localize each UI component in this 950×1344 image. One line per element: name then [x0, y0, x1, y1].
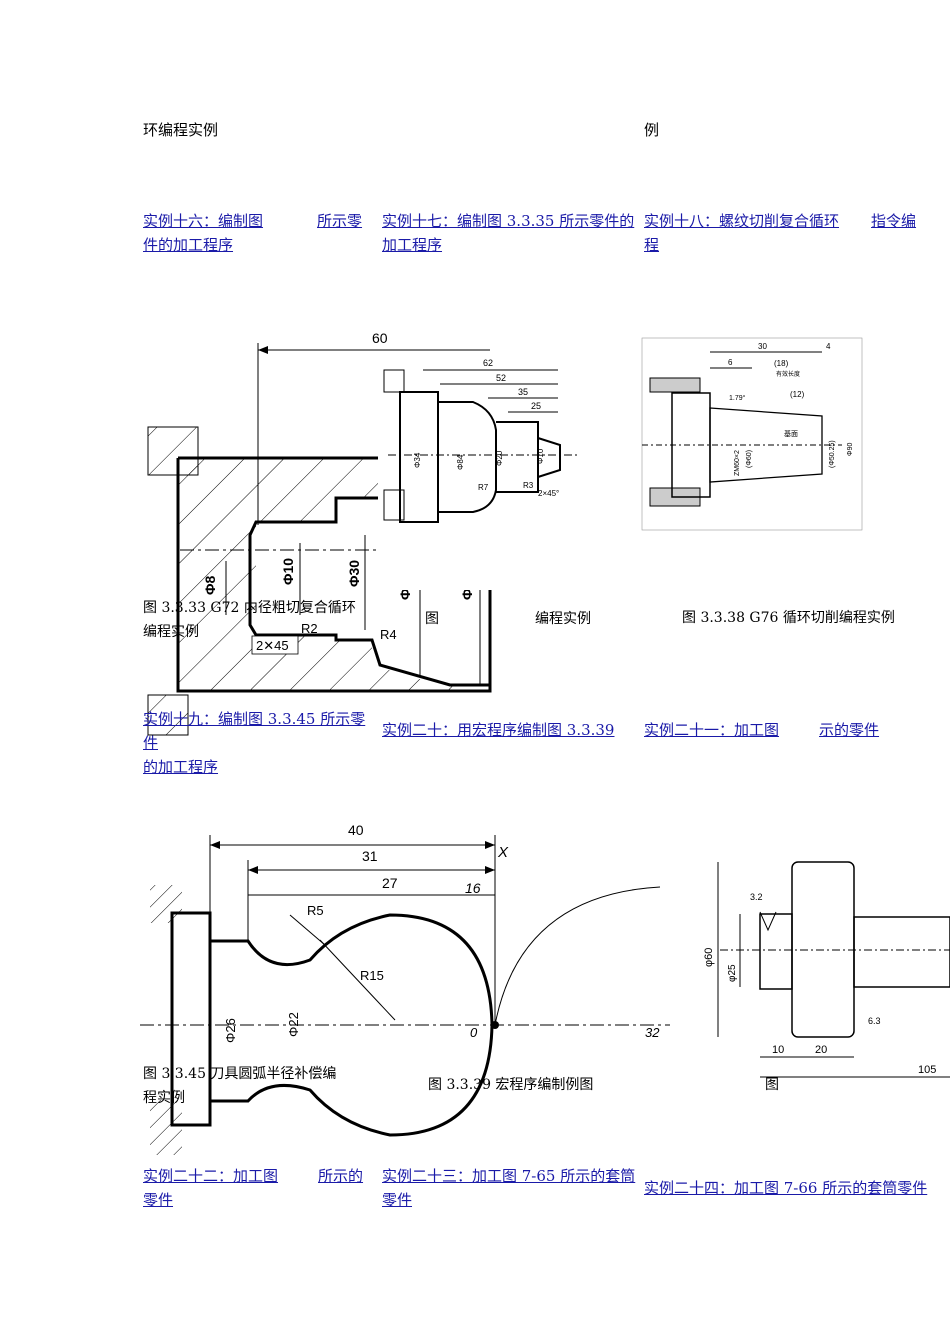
link-text: 实例十九：编制图 3.3.45 所示零件 [143, 710, 366, 752]
label-r4: R4 [380, 627, 397, 642]
label-base: 基面 [784, 429, 798, 438]
dim-40: 40 [348, 822, 364, 838]
figure5-caption: 图 [765, 1077, 779, 1093]
link-text: 示的零件 [819, 721, 880, 739]
dim-20: 20 [815, 1044, 827, 1056]
roughness-3-2: 3.2 [750, 892, 763, 902]
dim-phi84: Φ84 [456, 454, 465, 470]
link-example-16[interactable]: 实例十六：编制图 所示零 件的加工程序 [143, 209, 378, 257]
dim-phi10: Φ10 [536, 448, 545, 464]
figure-radius-compensation-drawing: 40 31 27 16 X Φ26 Φ22 R5 R15 0 32 [140, 822, 670, 1155]
dim-35: 35 [518, 387, 528, 397]
dim-phi30: Φ30 [346, 560, 362, 587]
dim-30: 30 [758, 342, 767, 351]
figure4-caption-line2: 程实例 [143, 1090, 185, 1106]
link-example-24[interactable]: 实例二十四：加工图 7-66 所示的套筒零件 [644, 1176, 944, 1200]
dim-4: 4 [826, 342, 831, 351]
top-left-text: 环编程实例 [143, 121, 219, 139]
figure-macro-caption: 图 3.3.39 宏程序编制例图 [428, 1077, 594, 1093]
link-text: 实例二十二：加工图 [143, 1167, 279, 1185]
link-text: 零件 [143, 1191, 174, 1209]
figure2-caption-part1: 图 [425, 611, 439, 627]
label-x: X [497, 844, 509, 861]
label-r15: R15 [360, 968, 384, 983]
dim-25: 25 [531, 401, 541, 411]
roughness-6-3: 6.3 [868, 1016, 881, 1026]
link-text: 所示零 [317, 212, 363, 230]
label-phi60: (Φ60) [746, 450, 753, 468]
label-angle: 1.79° [729, 394, 746, 402]
link-text: 实例十六：编制图 [143, 212, 264, 230]
figure3-caption: 图 3.3.38 G76 循环切削编程实例 [682, 610, 895, 626]
link-text: 实例二十三：加工图 7-65 所示的套筒 [382, 1167, 636, 1185]
dim-52: 52 [496, 373, 506, 383]
figure1-caption-line1: 图 3.3.33 G72 内径粗切复合循环 [143, 600, 356, 616]
link-example-22[interactable]: 实例二十二：加工图 所示的 零件 [143, 1164, 378, 1212]
label-r2: R2 [301, 621, 318, 636]
label-phi90: Φ90 [847, 443, 854, 456]
dim-phi25: φ25 [727, 964, 738, 982]
label-r3: R3 [523, 481, 534, 490]
label-phi5025: (Φ50.25) [829, 440, 836, 468]
figure4-caption-line1: 图 3.3.45 刀具圆弧半径补偿编 [143, 1066, 337, 1082]
dim-32: 32 [645, 1025, 660, 1040]
dim-31: 31 [362, 848, 378, 864]
dim-phi20: Φ20 [495, 450, 504, 466]
dim-phi60: φ60 [703, 948, 715, 967]
dim-phi34: Φ34 [413, 452, 422, 468]
link-text: 实例十七：编制图 3.3.35 所示零件的 [382, 212, 635, 230]
figure2-caption-part2: 编程实例 [535, 611, 591, 627]
link-example-17[interactable]: 实例十七：编制图 3.3.35 所示零件的 加工程序 [382, 209, 640, 257]
dim-phi22: Φ22 [286, 1012, 301, 1037]
figure-g76-thread-drawing: 30 6 (18) 有效长度 4 (12) 1.79° 基面 ZM60×2 (Φ… [641, 337, 863, 531]
dim-phi10: Φ10 [280, 558, 296, 585]
link-example-18[interactable]: 实例十八：螺纹切削复合循环 指令编 程 [644, 209, 944, 257]
dim-62: 62 [483, 358, 493, 368]
dim-105: 105 [918, 1064, 936, 1076]
link-text: 零件 [382, 1191, 413, 1209]
dim-18: (18) [774, 359, 789, 368]
link-example-21[interactable]: 实例二十一：加工图 示的零件 [644, 718, 944, 742]
figure-g72-drawing: 60 Φ8 Φ10 Φ30 Φ54 Φ74 R2 R4 2✕45 [147, 330, 560, 736]
link-example-20[interactable]: 实例二十：用宏程序编制图 3.3.39 [382, 718, 640, 742]
link-text: 程 [644, 236, 660, 254]
link-text: 加工程序 [382, 236, 443, 254]
link-text: 的加工程序 [143, 758, 219, 776]
top-right-text: 例 [644, 121, 660, 139]
dim-27: 27 [382, 875, 398, 891]
figure-sleeve-drawing: φ60 φ25 3.2 6.3 10 20 105 [700, 852, 950, 1082]
link-text: 实例二十：用宏程序编制图 3.3.39 [382, 721, 615, 739]
note-effective-length: 有效长度 [776, 370, 800, 378]
dim-phi8: Φ8 [202, 576, 218, 595]
dim-12: (12) [790, 390, 805, 399]
dim-phi26: Φ26 [223, 1018, 238, 1043]
link-example-19[interactable]: 实例十九：编制图 3.3.45 所示零件 的加工程序 [143, 707, 378, 779]
link-text: 件的加工程序 [143, 236, 234, 254]
dim-10: 10 [772, 1044, 784, 1056]
dim-60: 60 [372, 330, 388, 346]
dim-6: 6 [728, 358, 733, 367]
link-text: 指令编 [871, 212, 917, 230]
link-example-23[interactable]: 实例二十三：加工图 7-65 所示的套筒 零件 [382, 1164, 640, 1212]
link-text: 实例二十四：加工图 7-66 所示的套筒零件 [644, 1179, 928, 1197]
label-r5: R5 [307, 903, 324, 918]
figure-3-3-35-drawing: 62 52 35 25 Φ34 Φ84 Φ20 Φ10 R7 R3 2×45° [378, 355, 578, 590]
label-origin: 0 [470, 1025, 478, 1040]
link-text: 实例十八：螺纹切削复合循环 [644, 212, 840, 230]
figure1-caption-line2: 编程实例 [143, 624, 199, 640]
label-thread: ZM60×2 [734, 450, 741, 476]
label-r7: R7 [478, 483, 489, 492]
label-chamfer-2: 2×45° [538, 489, 559, 498]
dim-16: 16 [465, 880, 481, 896]
link-text: 实例二十一：加工图 [644, 721, 780, 739]
link-text: 所示的 [318, 1167, 364, 1185]
label-chamfer: 2✕45 [256, 638, 289, 653]
